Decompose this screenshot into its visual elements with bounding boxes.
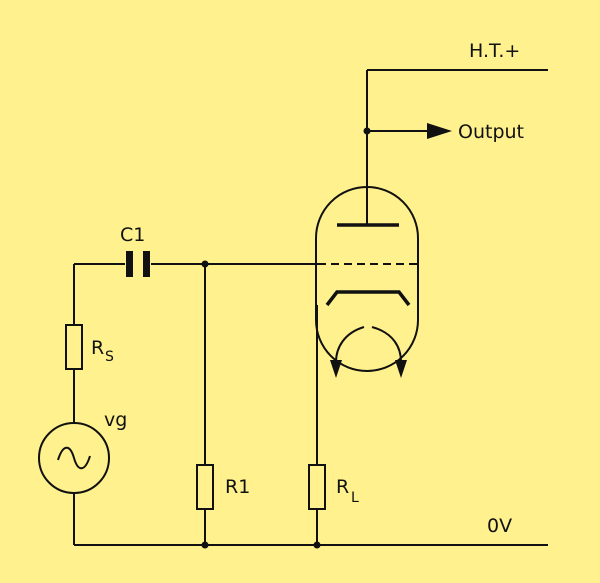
electron-arrow-left-head — [330, 360, 342, 378]
zero-volt-label: 0V — [487, 515, 512, 537]
rl-subscript: L — [351, 490, 359, 506]
ht-label: H.T.+ — [469, 40, 520, 62]
electron-arrow-right-head — [395, 360, 407, 378]
output-arrow-head — [427, 123, 452, 139]
resistor-rs — [65, 324, 83, 370]
rl-label: R — [336, 476, 349, 498]
c1-label: C1 — [120, 224, 145, 246]
electron-arrow-right — [371, 326, 402, 363]
vg-label: vg — [104, 409, 127, 431]
capacitor-c1-plate-right — [143, 251, 150, 277]
rs-label: R — [91, 337, 104, 359]
triode-envelope — [315, 186, 419, 372]
rs-subscript: S — [105, 349, 114, 365]
capacitor-c1-plate-left — [126, 251, 133, 277]
resistor-rl — [308, 464, 326, 510]
ac-source-sine — [57, 446, 91, 470]
r1-label: R1 — [225, 476, 250, 498]
electron-arrow-left — [335, 326, 365, 363]
cathode — [325, 290, 411, 307]
resistor-r1 — [196, 464, 214, 510]
output-label: Output — [458, 121, 524, 143]
